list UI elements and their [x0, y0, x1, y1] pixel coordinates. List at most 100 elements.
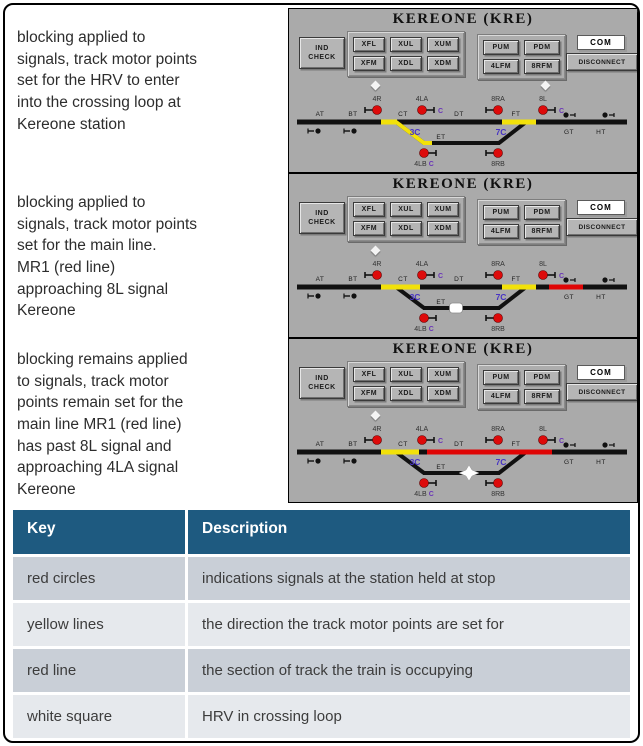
- button-xdl[interactable]: XDL: [390, 386, 422, 401]
- button-pdm[interactable]: PDM: [524, 40, 560, 55]
- signal-label: 4LA: [416, 426, 429, 433]
- c-indicator: C: [429, 491, 434, 498]
- key-table-wrap: Key Description red circles indications …: [10, 507, 633, 741]
- track-label: GT: [564, 294, 574, 301]
- signal-8RA[interactable]: [485, 270, 503, 280]
- signal-label: 8RA: [491, 96, 505, 103]
- button-xum[interactable]: XUM: [427, 367, 459, 382]
- ind-check-button[interactable]: IND CHECK: [299, 367, 345, 399]
- signal-label: 8RB: [491, 326, 505, 333]
- signal-8RB[interactable]: [485, 148, 503, 158]
- button-xfl[interactable]: XFL: [353, 37, 385, 52]
- hrv-white-square-marker: [449, 302, 463, 314]
- c-indicator: C: [559, 438, 564, 445]
- point-indicator: 3C: [410, 127, 421, 137]
- signal-4LB[interactable]: [419, 313, 437, 323]
- table-row: red line the section of track the train …: [13, 649, 630, 692]
- disconnect-button[interactable]: DISCONNECT: [566, 218, 637, 236]
- hrv-white-square-marker: [458, 464, 480, 482]
- button-4lfm[interactable]: 4LFM: [483, 389, 519, 404]
- disconnect-button[interactable]: DISCONNECT: [566, 53, 637, 71]
- track-label: HT: [596, 129, 606, 136]
- track-label: HT: [596, 294, 606, 301]
- signal-8L[interactable]: [538, 105, 556, 115]
- button-4lfm[interactable]: 4LFM: [483, 224, 519, 239]
- signal-4R[interactable]: [364, 270, 382, 280]
- signal-4LB[interactable]: [419, 148, 437, 158]
- button-8rfm[interactable]: 8RFM: [524, 224, 560, 239]
- button-8rfm[interactable]: 8RFM: [524, 389, 560, 404]
- c-indicator: C: [438, 273, 443, 280]
- track-label: CT: [398, 111, 408, 118]
- button-4lfm[interactable]: 4LFM: [483, 59, 519, 74]
- com-status-indicator: COM: [577, 35, 625, 50]
- signal-8RA[interactable]: [485, 105, 503, 115]
- button-xdl[interactable]: XDL: [390, 221, 422, 236]
- point-indicator: 7C: [496, 457, 507, 467]
- ind-check-button[interactable]: IND CHECK: [299, 202, 345, 234]
- signal-8RB[interactable]: [485, 478, 503, 488]
- point-indicator: 3C: [410, 457, 421, 467]
- button-pdm[interactable]: PDM: [524, 205, 560, 220]
- shunt-signal-icon: [343, 293, 357, 299]
- signal-4LA[interactable]: [417, 270, 435, 280]
- crossing-function-group: XFL XUL XUM XFM XDL XDM: [347, 196, 465, 242]
- ind-check-button[interactable]: IND CHECK: [299, 37, 345, 69]
- signal-4R[interactable]: [364, 105, 382, 115]
- shunt-signal-icon: [563, 277, 576, 283]
- signal-label: 8RB: [491, 491, 505, 498]
- panel-title: KEREONE (KRE): [392, 341, 534, 357]
- button-8rfm[interactable]: 8RFM: [524, 59, 560, 74]
- caption-step-2: blocking applied to signals, track motor…: [17, 194, 198, 320]
- signal-label: 8RA: [491, 261, 505, 268]
- button-xul[interactable]: XUL: [390, 37, 422, 52]
- signal-8RA[interactable]: [485, 435, 503, 445]
- button-pum[interactable]: PUM: [483, 370, 519, 385]
- description-column-header: Description: [188, 510, 630, 554]
- button-xum[interactable]: XUM: [427, 202, 459, 217]
- crossing-function-group: XFL XUL XUM XFM XDL XDM: [347, 361, 465, 407]
- button-xfm[interactable]: XFM: [353, 221, 385, 236]
- button-xum[interactable]: XUM: [427, 37, 459, 52]
- signal-4LA[interactable]: [417, 105, 435, 115]
- signal-8L[interactable]: [538, 270, 556, 280]
- shunt-signal-icon: [602, 442, 615, 448]
- signal-8L[interactable]: [538, 435, 556, 445]
- signal-4LA[interactable]: [417, 435, 435, 445]
- button-xdl[interactable]: XDL: [390, 56, 422, 71]
- signal-label: 4R: [373, 426, 382, 433]
- button-xdm[interactable]: XDM: [427, 56, 459, 71]
- button-xfm[interactable]: XFM: [353, 386, 385, 401]
- figure-top-section: blocking applied to signals, track motor…: [5, 5, 638, 507]
- track-label: GT: [564, 129, 574, 136]
- signal-4LB[interactable]: [419, 478, 437, 488]
- button-xfm[interactable]: XFM: [353, 56, 385, 71]
- button-xul[interactable]: XUL: [390, 202, 422, 217]
- points-function-group: PUM PDM 4LFM 8RFM: [477, 34, 566, 80]
- shunt-signal-icon: [563, 442, 576, 448]
- c-indicator: C: [559, 273, 564, 280]
- button-xdm[interactable]: XDM: [427, 221, 459, 236]
- signal-8RB[interactable]: [485, 313, 503, 323]
- signal-4R[interactable]: [364, 435, 382, 445]
- track-label: DT: [454, 111, 464, 118]
- button-pdm[interactable]: PDM: [524, 370, 560, 385]
- button-pum[interactable]: PUM: [483, 40, 519, 55]
- track-label: GT: [564, 459, 574, 466]
- disconnect-button[interactable]: DISCONNECT: [566, 383, 637, 401]
- button-xdm[interactable]: XDM: [427, 386, 459, 401]
- figure-page: blocking applied to signals, track motor…: [3, 3, 640, 743]
- button-xul[interactable]: XUL: [390, 367, 422, 382]
- button-xfl[interactable]: XFL: [353, 367, 385, 382]
- kre-panel-train-past-8l-signal: KEREONE (KRE) IND CHECK XFL XUL XUM XFM XDL XDM…: [288, 338, 638, 503]
- signal-label: 8RB: [491, 161, 505, 168]
- button-pum[interactable]: PUM: [483, 205, 519, 220]
- button-xfl[interactable]: XFL: [353, 202, 385, 217]
- track-label: ET: [436, 134, 445, 141]
